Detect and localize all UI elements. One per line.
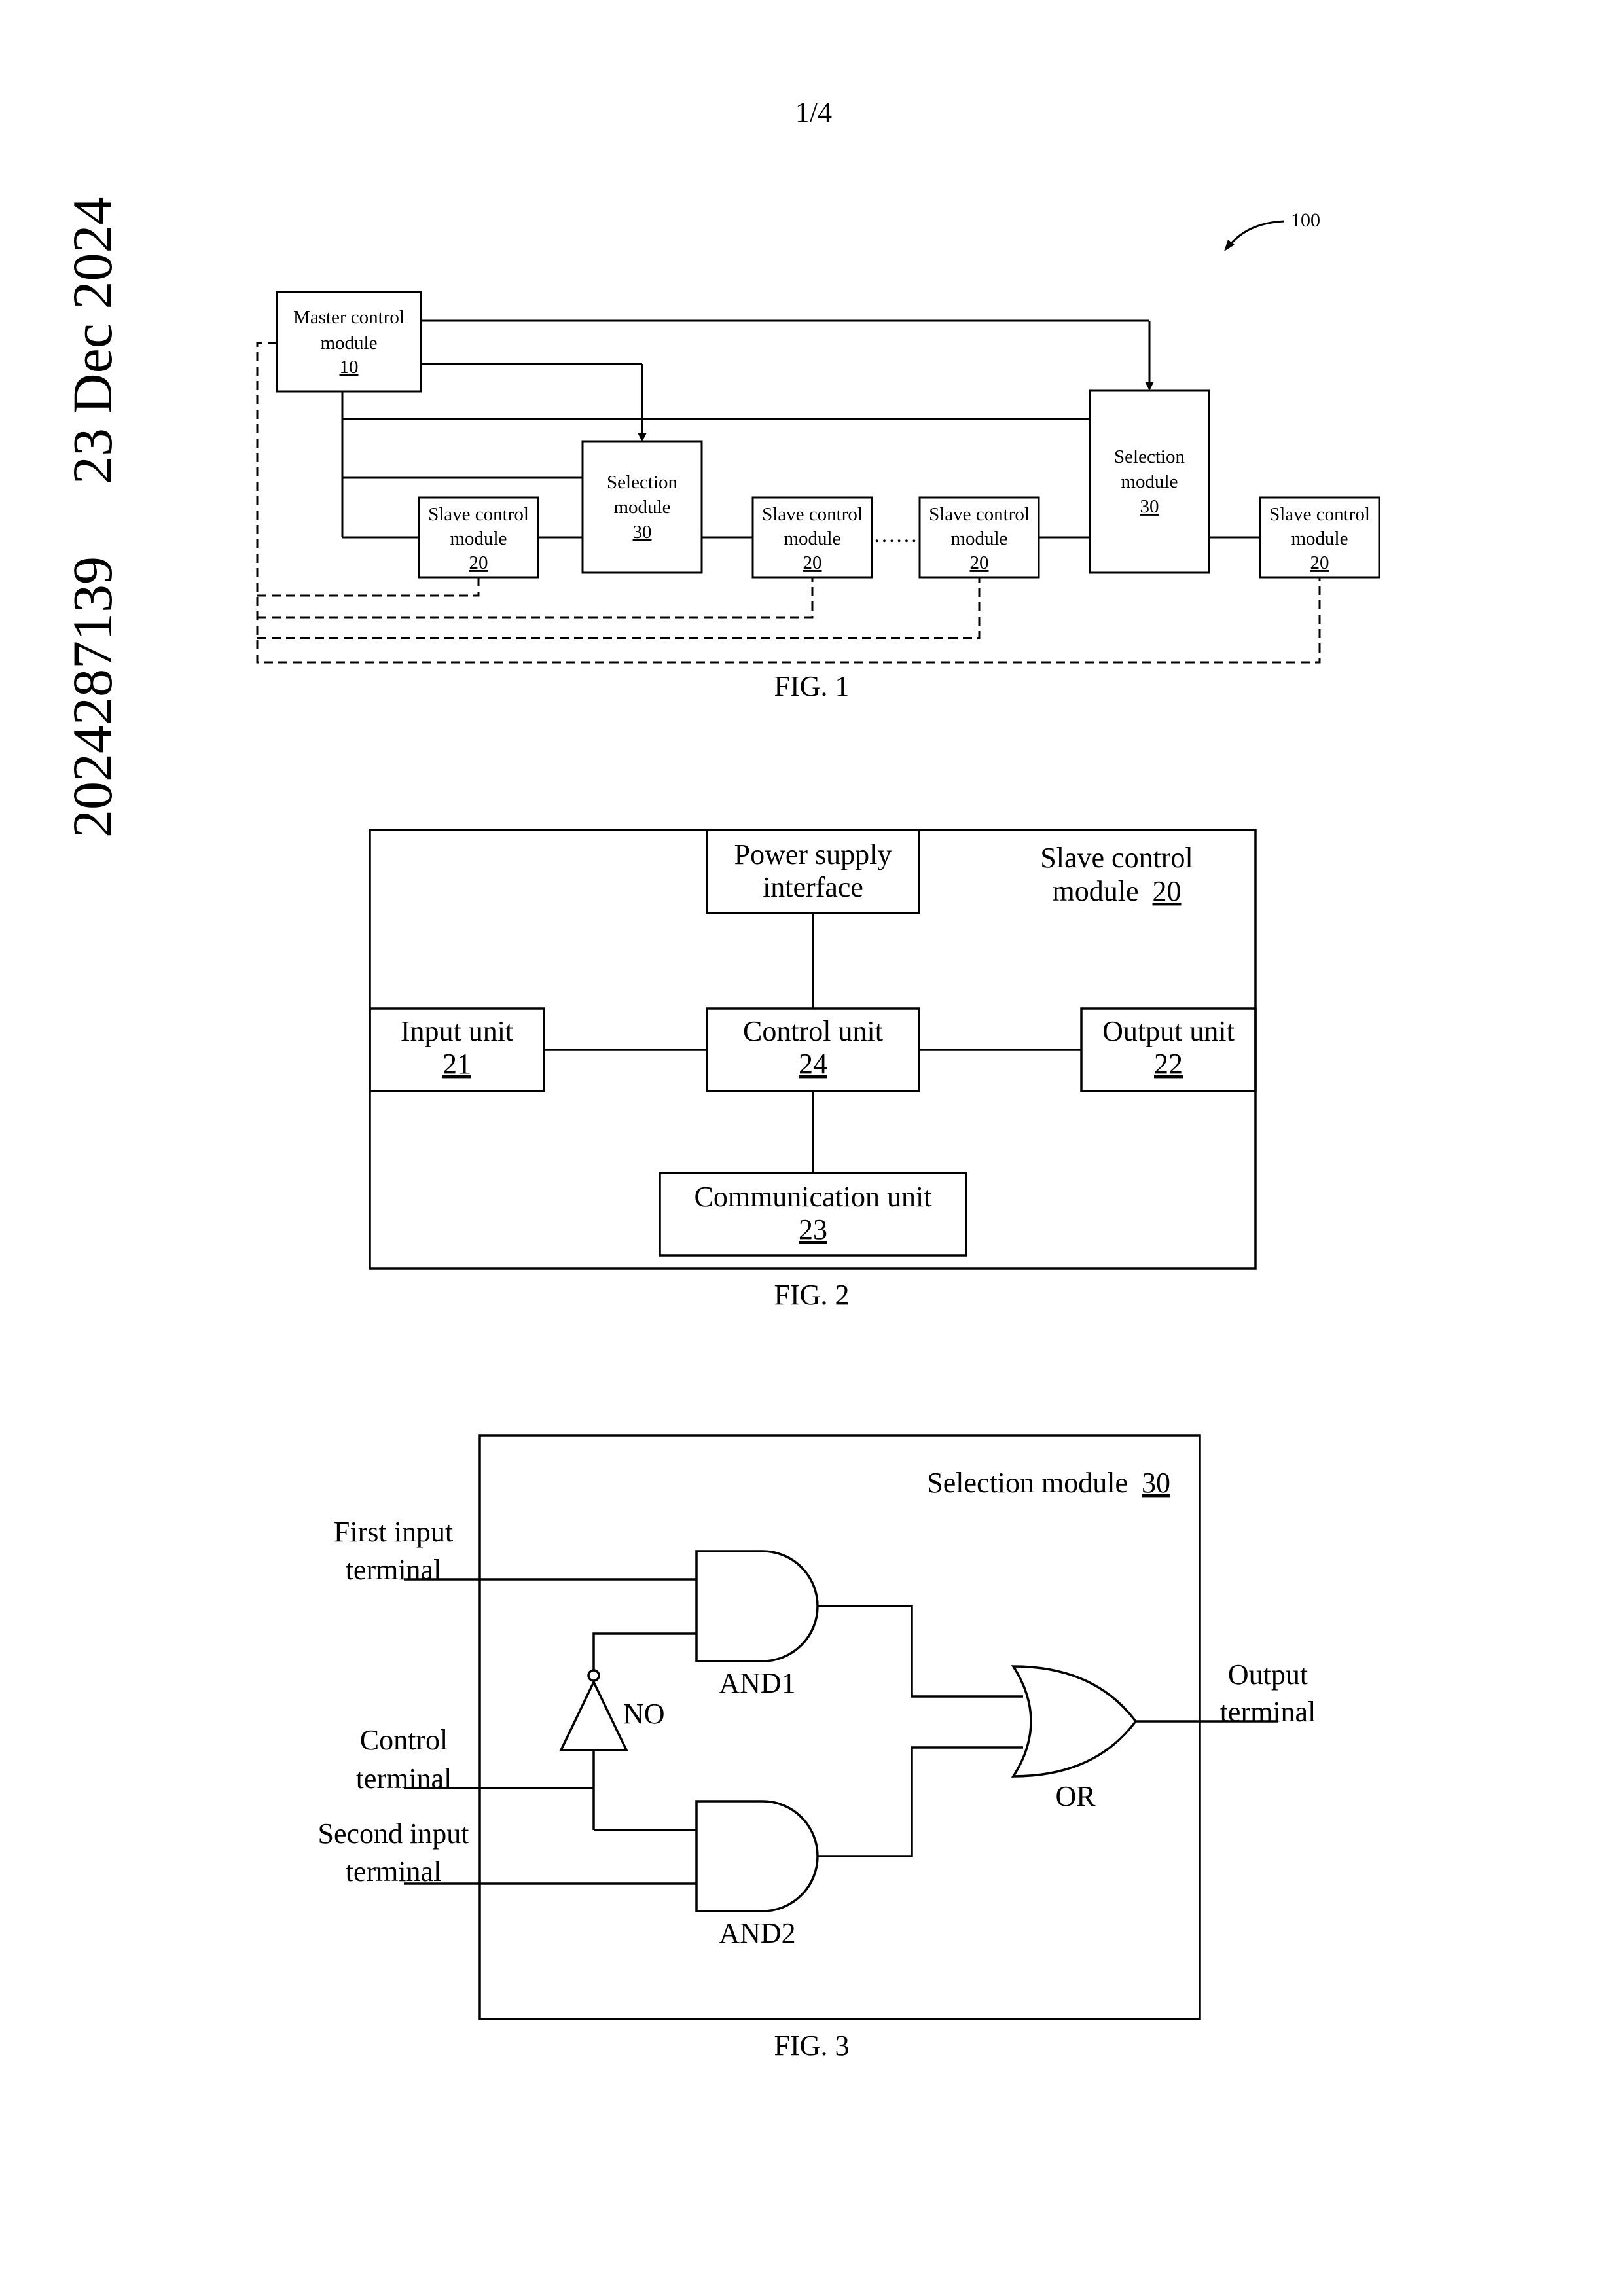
fig1-dashed-slave-1: [257, 577, 478, 596]
figure-1: 100: [257, 209, 1379, 702]
fig1-selection-left-label-1: Selection: [607, 472, 677, 493]
figure-2: Power supply interface Slave control mod…: [370, 830, 1255, 1311]
fig2-module-title-num: 20: [1152, 875, 1181, 907]
fig1-slave1-label-1: Slave control: [428, 504, 529, 525]
fig2-caption: FIG. 2: [774, 1279, 850, 1311]
fig3-not-bubble: [588, 1670, 599, 1681]
fig3-and2-gate: [696, 1801, 818, 1911]
fig2-power-label-1: Power supply: [734, 838, 892, 870]
fig1-master-label-1: Master control: [293, 307, 405, 328]
fig3-wire-not-to-and1: [594, 1634, 696, 1670]
fig1-caption: FIG. 1: [774, 670, 850, 702]
fig1-dashed-slave-2: [257, 577, 812, 617]
fig3-not-gate: [561, 1682, 626, 1750]
fig3-second-input-label-2: terminal: [346, 1856, 442, 1888]
fig2-power-label-2: interface: [763, 871, 863, 903]
fig3-and1-label: AND1: [719, 1667, 795, 1699]
fig3-or-gate: [1013, 1666, 1136, 1776]
fig1-slave3-label-2: module: [951, 528, 1008, 549]
fig3-labels: Selection module 30 First input terminal…: [318, 1467, 1316, 1949]
fig1-arrowhead-left-selection: [638, 433, 647, 442]
fig3-first-input-label-2: terminal: [346, 1554, 442, 1586]
fig2-comm-num: 23: [799, 1213, 827, 1246]
fig1-selection-right-label-num: 30: [1140, 496, 1159, 517]
fig3-title-num: 30: [1142, 1467, 1170, 1499]
fig2-module-title-2: module 20: [1053, 875, 1182, 907]
figure-3: Selection module 30 First input terminal…: [318, 1435, 1316, 2062]
fig2-control-label: Control unit: [743, 1015, 883, 1047]
fig1-slave4-label-2: module: [1291, 528, 1348, 549]
fig1-selection-right-label-1: Selection: [1114, 446, 1185, 467]
fig1-reference-number: 100: [1291, 209, 1320, 231]
fig2-input-num: 21: [442, 1048, 471, 1080]
fig3-first-input-label-1: First input: [334, 1516, 453, 1548]
fig1-slave3-label-1: Slave control: [929, 504, 1030, 525]
fig1-selection-right-label-2: module: [1121, 471, 1178, 492]
fig2-input-label: Input unit: [401, 1015, 513, 1047]
side-margin-text: 2024287139 23 Dec 2024: [61, 197, 124, 838]
fig2-module-title-word: module: [1053, 875, 1139, 907]
fig3-control-label-2: terminal: [356, 1763, 452, 1795]
fig1-ellipsis: ……: [873, 523, 918, 547]
fig1-slave2-label-num: 20: [803, 552, 822, 573]
fig3-wire-and2-to-or: [818, 1748, 1023, 1856]
fig3-control-label-1: Control: [360, 1724, 448, 1756]
fig3-second-input-label-1: Second input: [318, 1818, 469, 1850]
fig2-output-label: Output unit: [1102, 1015, 1235, 1047]
fig1-slave2-label-2: module: [784, 528, 841, 549]
fig3-not-label: NO: [623, 1698, 665, 1730]
fig1-slave2-label-1: Slave control: [762, 504, 863, 525]
fig2-module-title-1: Slave control: [1040, 842, 1193, 874]
fig3-title-word: Selection module: [927, 1467, 1128, 1499]
fig2-labels: Power supply interface Slave control mod…: [401, 838, 1235, 1246]
fig1-arrowhead-right-selection: [1145, 382, 1154, 391]
page-number: 1/4: [795, 96, 832, 128]
fig3-selection-module-frame: [480, 1435, 1200, 2019]
fig3-and1-gate: [696, 1551, 818, 1661]
fig1-slave4-label-num: 20: [1310, 552, 1329, 573]
fig1-selection-left-label-num: 30: [633, 522, 652, 543]
fig3-output-label-1: Output: [1228, 1659, 1308, 1691]
fig1-slave1-label-num: 20: [469, 552, 488, 573]
fig1-master-label-num: 10: [340, 357, 359, 378]
fig2-control-num: 24: [799, 1048, 827, 1080]
document-number: 2024287139: [61, 556, 124, 838]
fig2-comm-label: Communication unit: [695, 1181, 932, 1213]
fig3-caption: FIG. 3: [774, 2030, 850, 2062]
fig1-slave3-label-num: 20: [970, 552, 989, 573]
fig3-wire-and1-to-or: [818, 1606, 1023, 1696]
fig1-slave1-label-2: module: [450, 528, 507, 549]
fig3-or-label: OR: [1055, 1780, 1096, 1812]
fig1-selection-left-label-2: module: [614, 497, 671, 518]
fig1-reference-arrow: [1229, 221, 1284, 245]
fig3-output-label-2: terminal: [1220, 1696, 1316, 1728]
fig1-slave4-label-1: Slave control: [1269, 504, 1370, 525]
fig1-dashed-slave-3: [257, 577, 979, 638]
fig3-and2-label: AND2: [719, 1917, 795, 1949]
fig3-title: Selection module 30: [927, 1467, 1170, 1499]
fig1-master-label-2: module: [321, 332, 378, 353]
document-date: 23 Dec 2024: [61, 197, 124, 484]
fig2-output-num: 22: [1154, 1048, 1183, 1080]
